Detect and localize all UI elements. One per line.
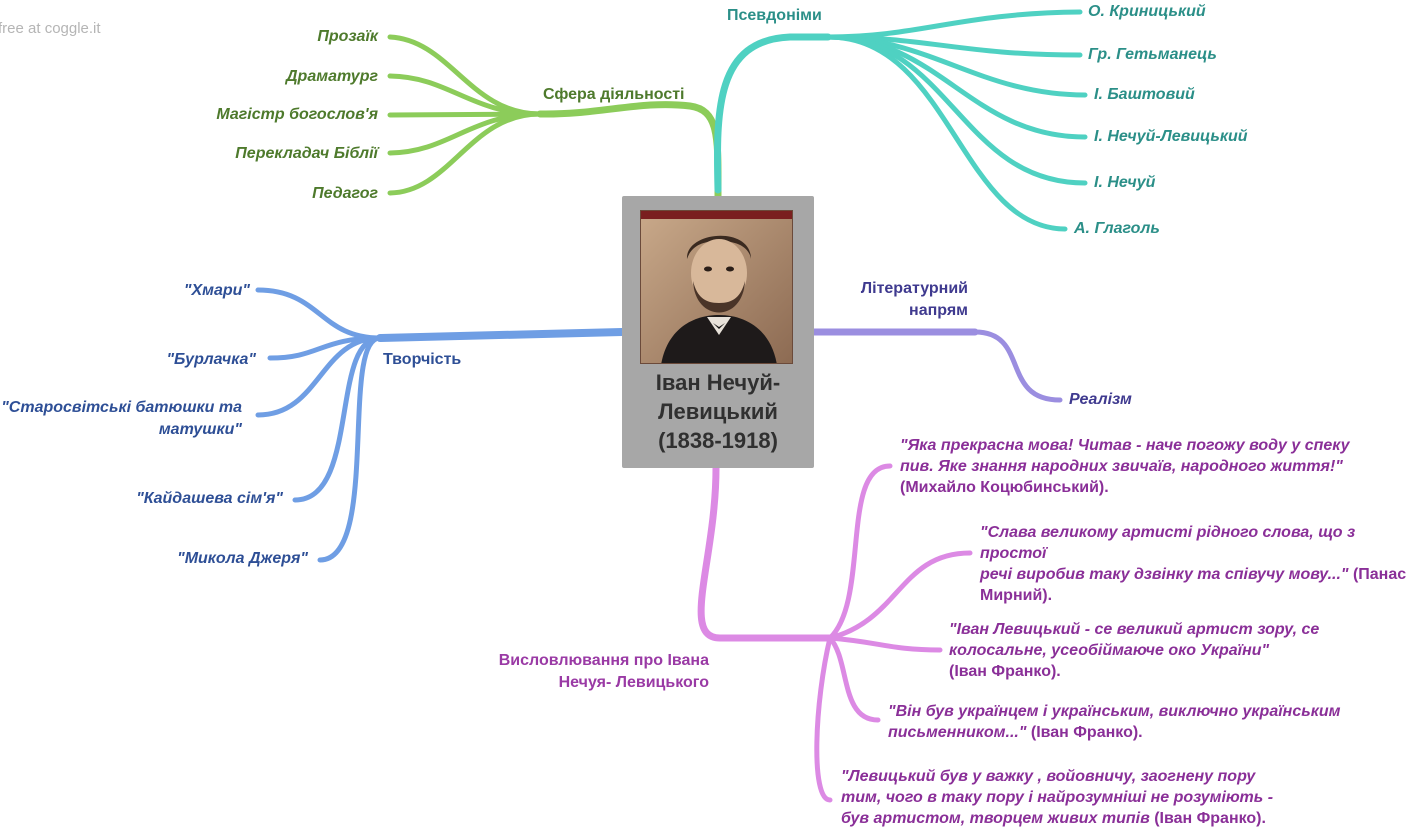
quote-line: "Яка прекрасна мова! Читав - наче погожу… — [900, 437, 1350, 454]
quote-line: "Слава великому артисті рідного слова, щ… — [980, 524, 1356, 562]
quote-line: письменником..." — [888, 724, 1027, 741]
activity-item[interactable]: Перекладач Біблії — [235, 145, 378, 162]
branch-pseudonyms[interactable]: Псевдоніми — [727, 7, 822, 24]
central-topic-title: Іван Нечуй- Левицький (1838-1918) — [622, 368, 814, 455]
work-item-line: "Старосвітські батюшки та — [1, 399, 242, 416]
work-item[interactable]: "Кайдашева сім'я" — [136, 490, 283, 507]
branch-literary-line: напрям — [909, 302, 968, 319]
quote-author: (Іван Франко). — [949, 663, 1061, 680]
literary-links — [810, 328, 1063, 403]
quote-item[interactable]: "Слава великому артисті рідного слова, щ… — [980, 522, 1417, 606]
branch-quotes-line: Нечуя- Левицького — [558, 674, 709, 691]
branch-quotes-line: Висловлювання про Івана — [498, 652, 709, 669]
quote-item[interactable]: "Він був українцем і українським, виключ… — [888, 701, 1340, 743]
portrait-image — [640, 210, 793, 364]
work-item[interactable]: "Бурлачка" — [166, 351, 256, 368]
quote-author-inline: (Іван Франко). — [1149, 810, 1266, 827]
quote-line: "Левицький був у важку , войовничу, заог… — [841, 768, 1256, 785]
quote-line: "Іван Левицький - се великий артист зору… — [949, 621, 1320, 638]
activity-item[interactable]: Драматург — [286, 68, 378, 85]
branch-activity[interactable]: Сфера діяльності — [543, 86, 685, 103]
quote-item[interactable]: "Іван Левицький - се великий артист зору… — [949, 619, 1319, 682]
title-line: (1838-1918) — [658, 428, 778, 453]
activity-item[interactable]: Магістр богослов'я — [216, 106, 378, 123]
pseudonym-item[interactable]: Гр. Гетьманець — [1088, 46, 1217, 63]
branch-works[interactable]: Творчість — [383, 351, 462, 368]
quotes-links — [697, 463, 973, 803]
work-item[interactable]: "Хмари" — [183, 282, 250, 299]
branch-literary-line: Літературний — [860, 280, 968, 297]
quote-line: тим, чого в таку пору і найрозумніші не … — [841, 789, 1274, 806]
branch-literary[interactable]: Літературний напрям — [861, 278, 968, 322]
quote-line: "Він був українцем і українським, виключ… — [888, 703, 1341, 720]
title-line: Іван Нечуй- — [655, 370, 781, 395]
pseudonym-item[interactable]: І. Нечуй-Левицький — [1094, 128, 1248, 145]
title-line: Левицький — [658, 399, 778, 424]
pseudonym-item[interactable]: І. Нечуй — [1094, 174, 1156, 191]
quote-line: був артистом, творцем живих типів — [841, 810, 1150, 827]
activity-item[interactable]: Педагог — [312, 185, 378, 202]
pseudonym-item[interactable]: А. Глаголь — [1074, 220, 1160, 237]
literary-item[interactable]: Реалізм — [1069, 391, 1132, 408]
pseudonym-item[interactable]: О. Криницький — [1088, 3, 1206, 20]
quote-author-inline: (Панас — [1348, 566, 1407, 583]
branch-quotes[interactable]: Висловлювання про Івана Нечуя- Левицьког… — [499, 650, 709, 694]
quote-author: (Михайло Коцюбинський). — [900, 479, 1109, 496]
activity-links — [387, 34, 722, 200]
quote-author-inline: (Іван Франко). — [1026, 724, 1143, 741]
pseudonym-item[interactable]: І. Баштовий — [1094, 86, 1195, 103]
work-item[interactable]: "Старосвітські батюшки та матушки" — [1, 397, 242, 441]
coggle-watermark[interactable]: free at coggle.it — [0, 20, 101, 37]
quote-line: колосальне, усеобіймаюче око України" — [949, 642, 1270, 659]
quote-line: речі виробив таку дзвінку та співучу мов… — [980, 566, 1349, 583]
pseudonym-links — [713, 9, 1088, 232]
works-links — [255, 287, 626, 563]
central-topic-node[interactable]: Іван Нечуй- Левицький (1838-1918) — [622, 196, 814, 468]
quote-line: пив. Яке знання народних звичаїв, народн… — [900, 458, 1343, 475]
quote-item[interactable]: "Левицький був у важку , войовничу, заог… — [841, 766, 1273, 829]
quote-item[interactable]: "Яка прекрасна мова! Читав - наче погожу… — [900, 435, 1349, 498]
quote-author: Мирний). — [980, 587, 1053, 604]
activity-item[interactable]: Прозаїк — [317, 28, 378, 45]
work-item-line: матушки" — [158, 421, 242, 438]
work-item[interactable]: "Микола Джеря" — [177, 550, 308, 567]
